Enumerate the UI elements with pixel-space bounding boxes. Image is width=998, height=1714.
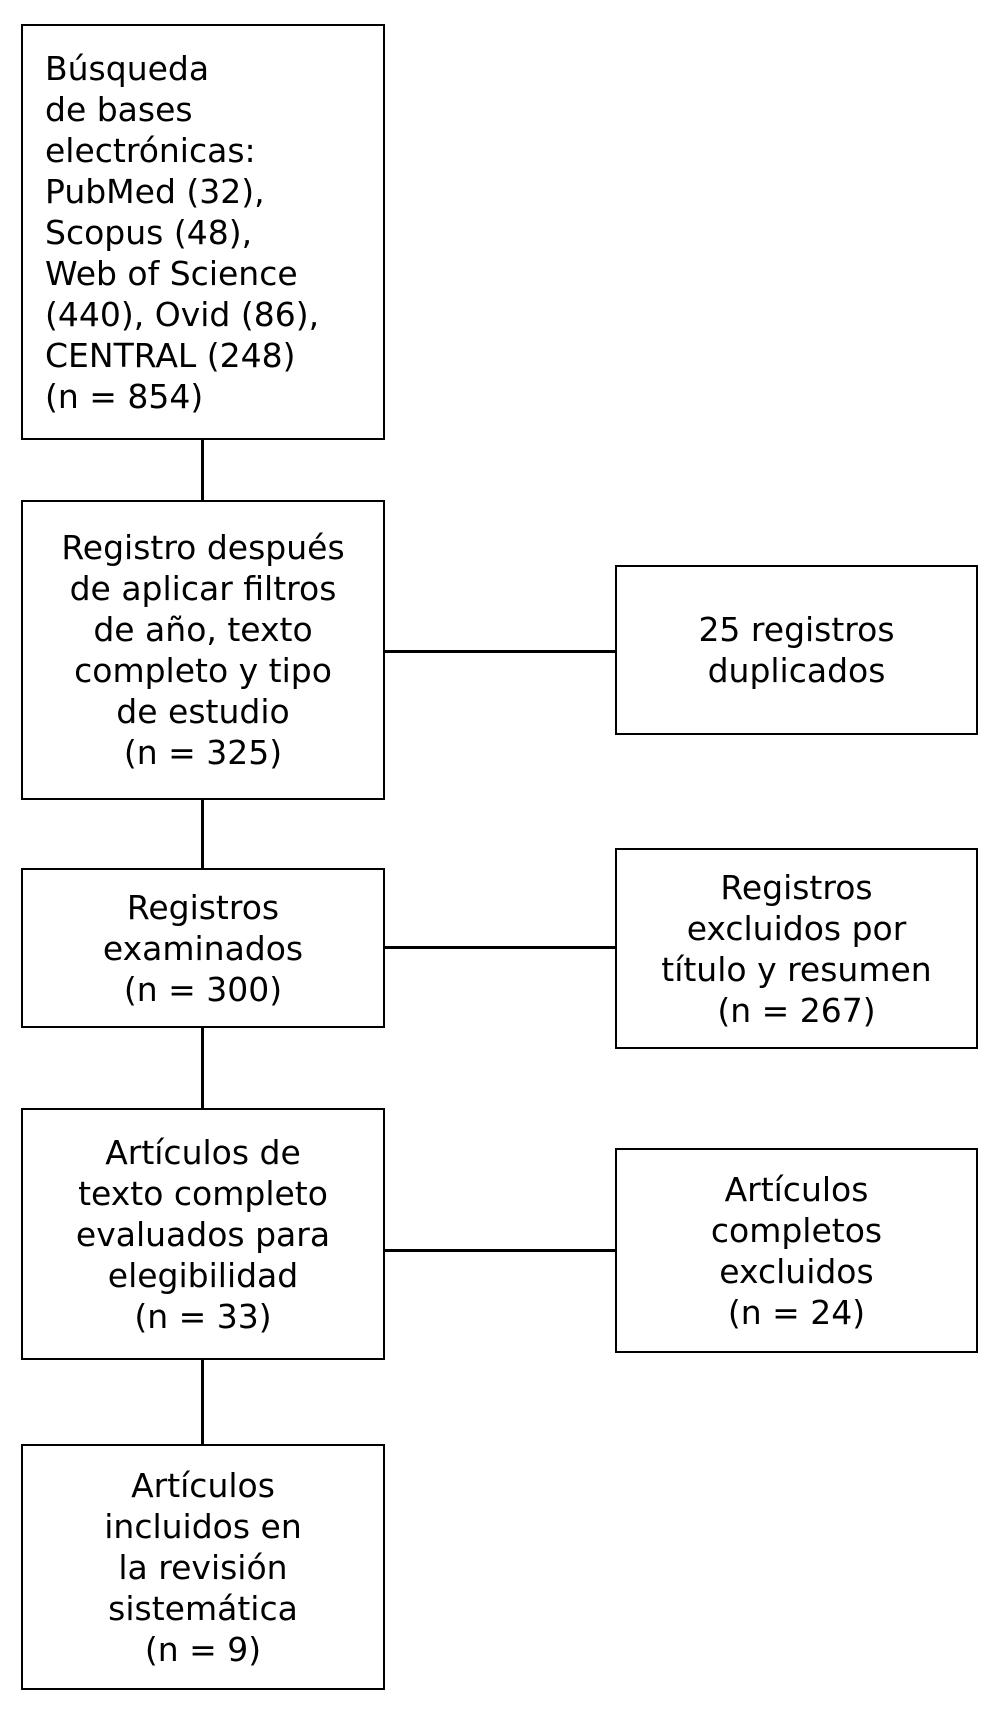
connector-filters-to-duplicates (383, 650, 619, 653)
connector-screened-to-eligibility (201, 1024, 204, 1112)
box-registro-despues-filtros-label: Registro después de aplicar filtros de a… (61, 528, 345, 772)
box-articulos-completos-excluidos-label: Artículos completos excluidos (n = 24) (710, 1169, 883, 1332)
connector-eligibility-to-included (201, 1358, 204, 1448)
connector-eligibility-to-excluded-fulltext (383, 1249, 619, 1252)
box-articulos-incluidos-revision-sistematica-label: Artículos incluidos en la revisión siste… (104, 1465, 302, 1669)
box-registros-duplicados-label: 25 registros duplicados (698, 610, 895, 690)
box-articulos-texto-completo-elegibilidad[interactable]: Artículos de texto completo evaluados pa… (21, 1108, 385, 1360)
connector-identification-to-filters (201, 436, 204, 504)
box-busqueda-bases-electronicas-label: Búsqueda de bases electrónicas: PubMed (… (45, 48, 320, 416)
box-registros-examinados[interactable]: Registros examinados (n = 300) (21, 868, 385, 1028)
box-registros-examinados-label: Registros examinados (n = 300) (102, 887, 304, 1009)
box-registros-duplicados[interactable]: 25 registros duplicados (615, 565, 978, 735)
box-registros-excluidos-titulo-resumen[interactable]: Registros excluidos por título y resumen… (615, 848, 978, 1049)
box-registro-despues-filtros[interactable]: Registro después de aplicar filtros de a… (21, 500, 385, 800)
box-articulos-incluidos-revision-sistematica[interactable]: Artículos incluidos en la revisión siste… (21, 1444, 385, 1690)
box-articulos-texto-completo-elegibilidad-label: Artículos de texto completo evaluados pa… (75, 1132, 331, 1336)
box-registros-excluidos-titulo-resumen-label: Registros excluidos por título y resumen… (661, 867, 932, 1030)
connector-screened-to-excluded-title (383, 946, 619, 949)
box-busqueda-bases-electronicas[interactable]: Búsqueda de bases electrónicas: PubMed (… (21, 24, 385, 440)
box-articulos-completos-excluidos[interactable]: Artículos completos excluidos (n = 24) (615, 1148, 978, 1353)
connector-filters-to-screened (201, 798, 204, 870)
